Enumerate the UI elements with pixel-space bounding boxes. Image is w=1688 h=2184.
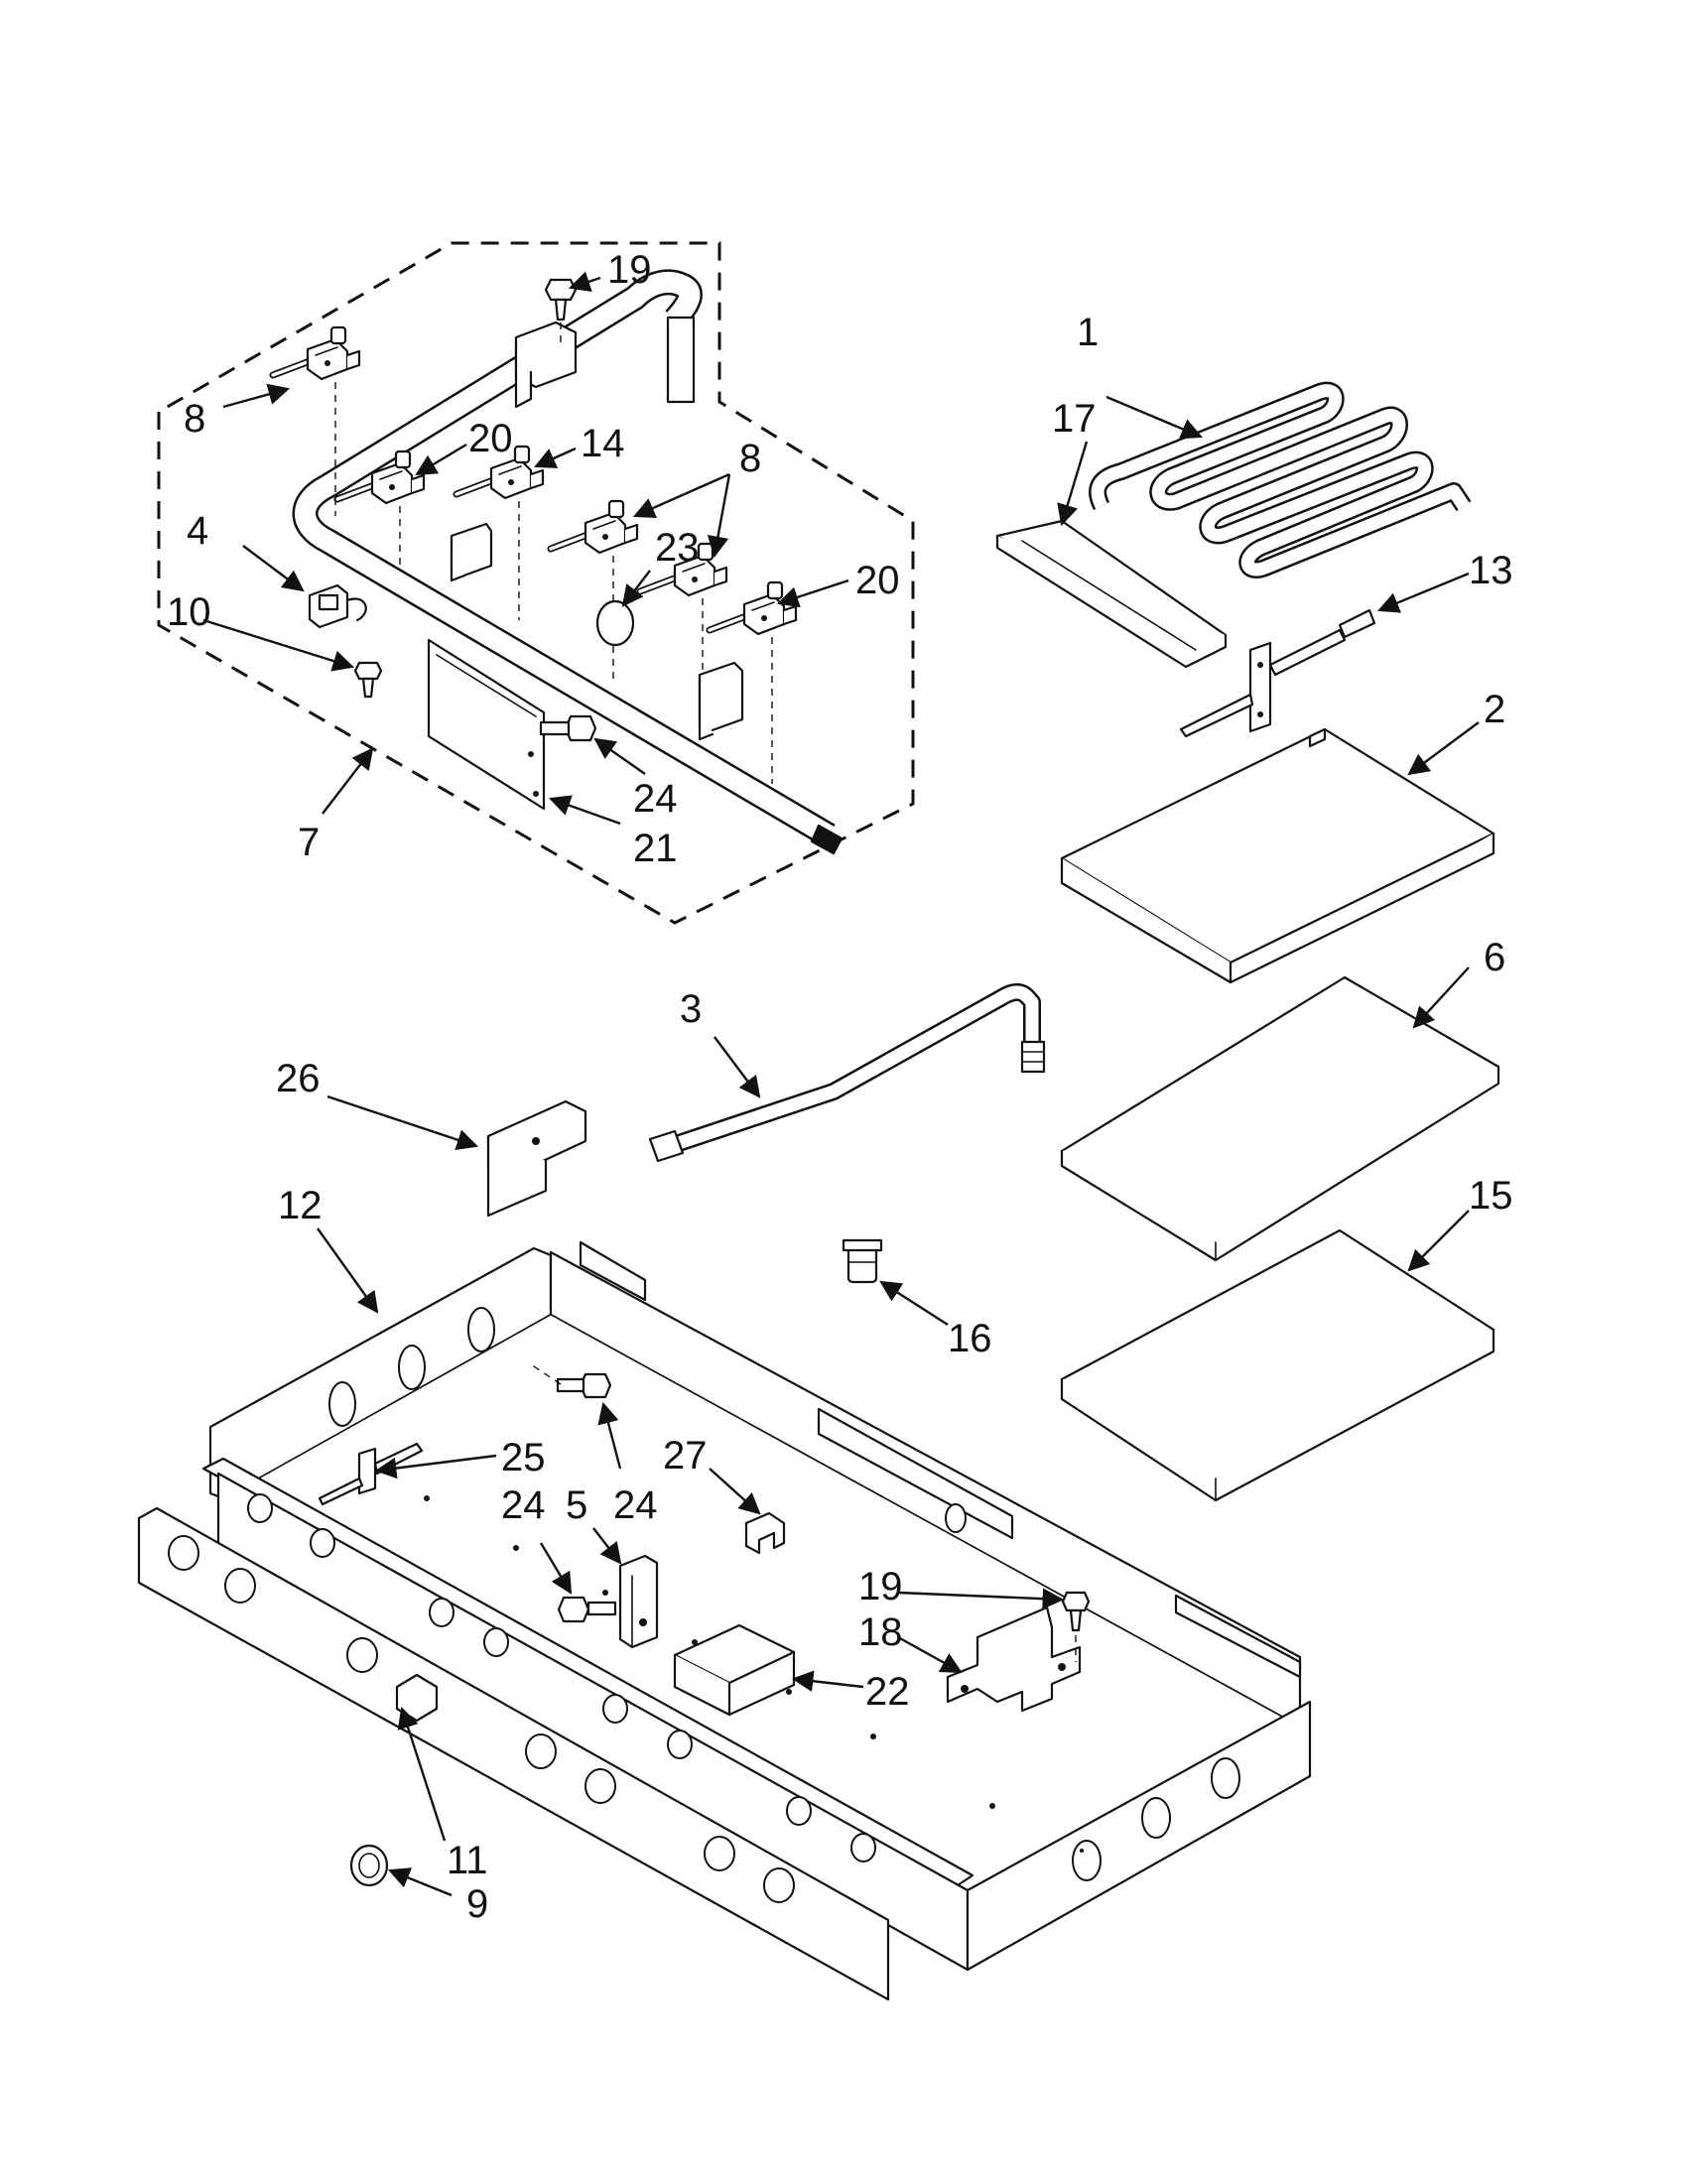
leader-arrows [202,271,1480,1897]
callout-20-right: 20 [855,559,900,602]
heat-shield-plate [427,638,546,811]
shoulder-screw-module [557,1596,617,1623]
callout-9: 9 [466,1882,488,1926]
spark-module [673,1623,796,1717]
callout-2: 2 [1484,688,1505,731]
callout-5: 5 [566,1483,587,1527]
gas-supply-tube [648,982,1046,1163]
callout-20-left: 20 [468,417,513,460]
callout-21: 21 [633,827,678,870]
valve-bracket-right [698,661,744,741]
callout-8-right: 8 [739,437,761,480]
callout-26: 26 [276,1057,321,1100]
burner-valve-fourth [551,501,637,553]
burner-valve-sixth [710,582,796,634]
callout-8-left: 8 [184,397,205,441]
callout-19-lower: 19 [858,1565,903,1608]
gas-fitting [842,1238,883,1284]
thermostat-probe [1179,608,1376,738]
valve-bracket-middle [450,522,493,582]
lower-bracket [946,1606,1082,1713]
callout-10: 10 [167,590,211,634]
callout-1: 1 [1077,311,1099,354]
mounting-bracket [486,1099,587,1218]
callout-23: 23 [655,526,700,570]
callout-11: 11 [447,1839,488,1882]
callout-15: 15 [1469,1174,1513,1218]
callout-13: 13 [1469,549,1513,592]
callout-22: 22 [865,1670,910,1714]
drip-tray [995,519,1228,669]
orifice-disc [595,599,635,647]
shoulder-screw-plate [539,714,597,742]
callout-12: 12 [278,1184,323,1227]
spark-module-bracket [618,1554,659,1649]
callout-24-upper: 24 [633,777,678,821]
burner-box-chassis [201,1240,1312,1972]
front-trim-panel [137,1506,890,2001]
callout-7: 7 [298,821,320,864]
callout-19-top: 19 [607,248,652,292]
callout-labels: 1 2 3 4 5 6 7 8 8 9 10 11 12 13 14 15 16… [167,248,1513,1926]
control-knob [349,1844,389,1887]
manifold-pipe [292,269,844,855]
callout-16: 16 [948,1317,992,1360]
callout-4: 4 [187,509,208,553]
callout-17: 17 [1052,397,1097,441]
screw-clip [353,661,383,699]
callout-6: 6 [1484,936,1505,979]
burner-valve-upper-left [273,327,359,379]
callout-25: 25 [501,1436,546,1479]
callout-24-chassis-right: 24 [613,1483,658,1527]
shoulder-screw-chassis [530,1363,612,1399]
griddle-plate [1060,975,1500,1262]
heating-element [1089,381,1472,578]
assembly-group-boundary [157,241,915,925]
griddle-insulation [1060,1228,1495,1502]
callout-27: 27 [663,1434,708,1477]
manifold-bracket [514,321,578,409]
callout-14: 14 [581,422,625,465]
screw-top [544,278,578,342]
spring-clip [744,1511,786,1555]
griddle-pan-support [1060,727,1495,984]
callout-18: 18 [858,1610,903,1654]
manifold-clip [308,583,367,629]
callout-24-chassis-left: 24 [501,1483,546,1527]
callout-3: 3 [680,987,702,1031]
